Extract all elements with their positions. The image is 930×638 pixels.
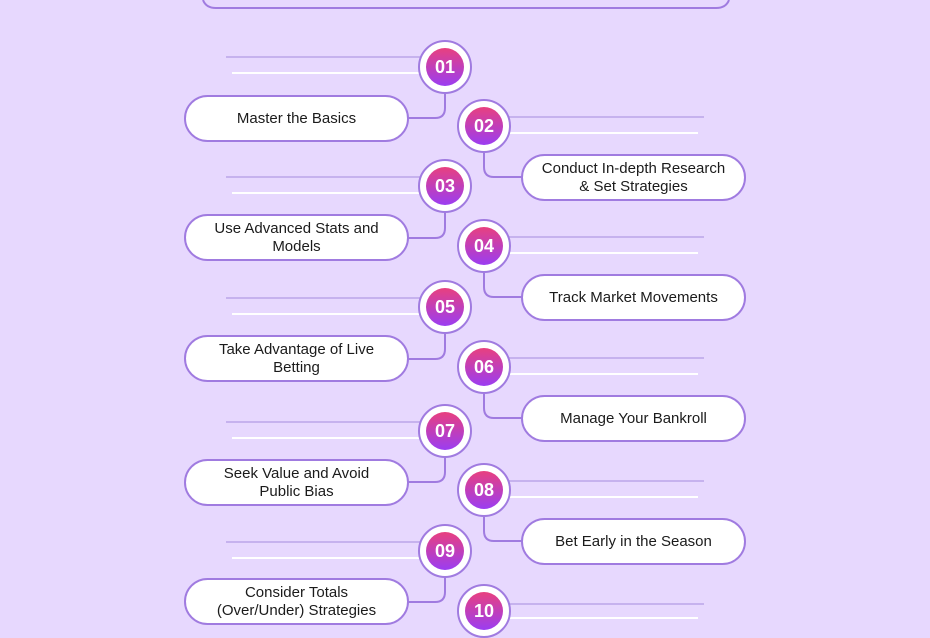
step-01-card: Master the Basics: [184, 95, 409, 142]
step-09-number: 09: [426, 532, 464, 570]
step-05-badge: 05: [418, 280, 472, 334]
step-09-connector: [408, 578, 446, 603]
step-03-connector: [408, 213, 446, 239]
step-03-number: 03: [426, 167, 464, 205]
step-06-badge: 06: [457, 340, 511, 394]
step-01-connector: [408, 94, 446, 119]
step-10-badge: 10: [457, 584, 511, 638]
step-04-card: Track Market Movements: [521, 274, 746, 321]
step-04-badge: 04: [457, 219, 511, 273]
step-10-number: 10: [465, 592, 503, 630]
step-06-number: 06: [465, 348, 503, 386]
step-08-number: 08: [465, 471, 503, 509]
step-01-number: 01: [426, 48, 464, 86]
step-09-card: Consider Totals (Over/Under) Strategies: [184, 578, 409, 625]
step-07-number: 07: [426, 412, 464, 450]
step-07-connector: [408, 458, 446, 483]
step-01-badge: 01: [418, 40, 472, 94]
step-02-number: 02: [465, 107, 503, 145]
step-05-number: 05: [426, 288, 464, 326]
step-02-connector: [483, 153, 522, 178]
step-07-badge: 07: [418, 404, 472, 458]
step-09-badge: 09: [418, 524, 472, 578]
step-03-badge: 03: [418, 159, 472, 213]
step-06-connector: [483, 394, 522, 419]
step-07-card: Seek Value and Avoid Public Bias: [184, 459, 409, 506]
step-04-number: 04: [465, 227, 503, 265]
top-frame-edge: [202, 0, 730, 9]
step-06-card: Manage Your Bankroll: [521, 395, 746, 442]
connector-lines: [202, 0, 730, 619]
step-05-connector: [408, 334, 446, 360]
step-02-card: Conduct In-depth Research & Set Strategi…: [521, 154, 746, 201]
step-02-badge: 02: [457, 99, 511, 153]
step-08-badge: 08: [457, 463, 511, 517]
step-05-card: Take Advantage of Live Betting: [184, 335, 409, 382]
step-03-card: Use Advanced Stats and Models: [184, 214, 409, 261]
step-08-connector: [483, 517, 522, 542]
step-04-connector: [483, 273, 522, 298]
step-08-card: Bet Early in the Season: [521, 518, 746, 565]
